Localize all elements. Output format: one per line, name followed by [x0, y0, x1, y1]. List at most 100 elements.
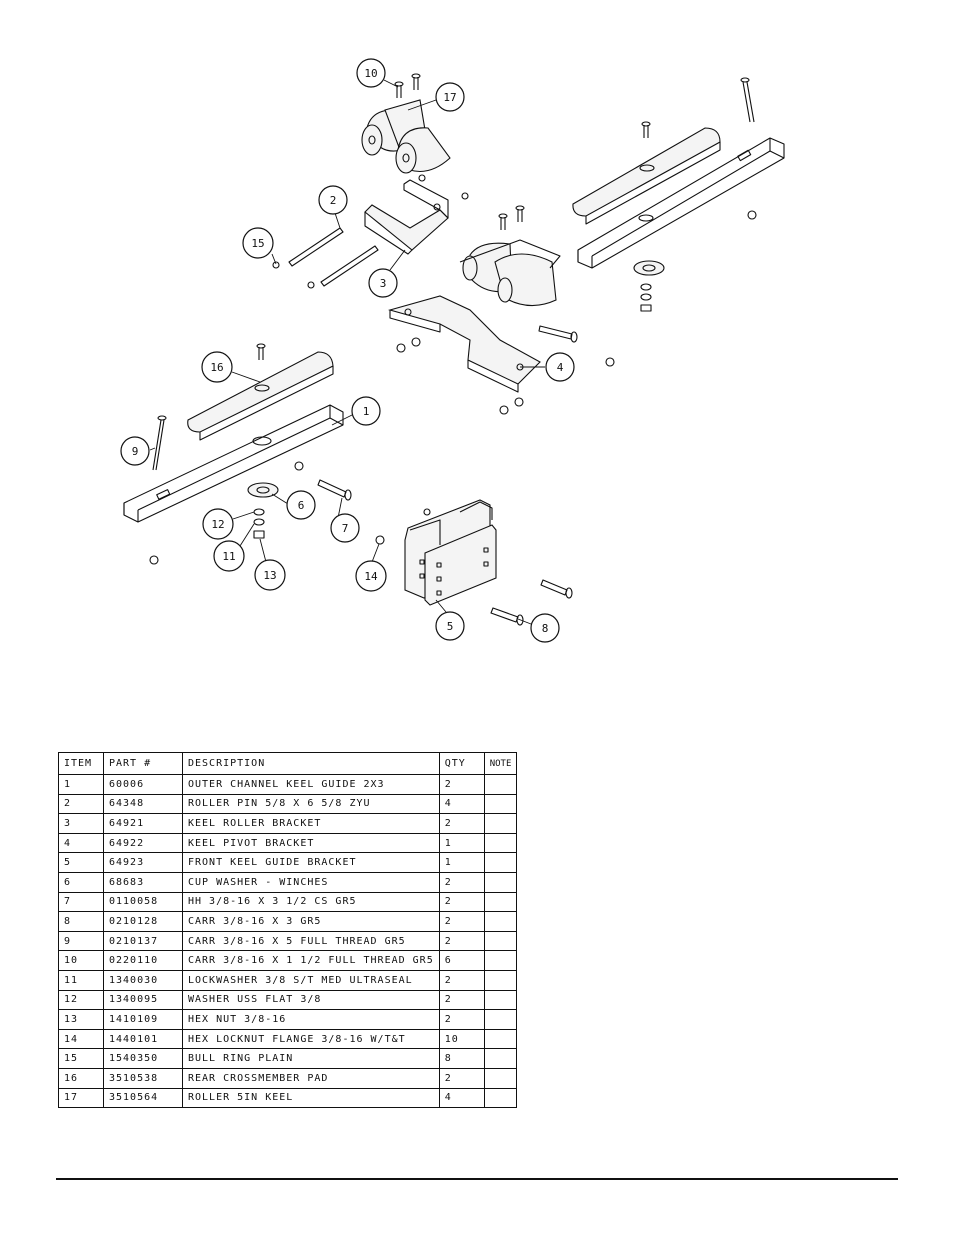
svg-text:3: 3: [380, 277, 387, 290]
cell-note: [483, 930, 518, 952]
callout-9: 9: [120, 436, 150, 466]
cell-qty: 2: [438, 891, 485, 913]
cell-part: 64922: [103, 832, 183, 854]
roller-pair-center: [459, 239, 561, 307]
cell-qty: 1: [438, 832, 485, 854]
cell-note: [483, 1009, 518, 1030]
cell-qty: 2: [438, 1009, 485, 1030]
cell-qty: 2: [438, 930, 485, 952]
callout-14: 14: [355, 560, 387, 592]
callout-5: 5: [435, 611, 465, 641]
cell-description: HEX LOCKNUT FLANGE 3/8-16 W/T&T: [182, 1028, 440, 1050]
cell-description: BULL RING PLAIN: [182, 1048, 440, 1069]
rear-crossmember-pad-right: [572, 121, 721, 225]
cell-note: [483, 871, 518, 893]
cell-qty: 8: [438, 1048, 485, 1069]
cell-item: 17: [58, 1087, 104, 1109]
cell-note: [483, 1028, 518, 1050]
callout-13: 13: [254, 559, 286, 591]
cell-part: 1540350: [103, 1048, 183, 1069]
cup-washer-left: [247, 482, 279, 498]
small-nuts-center: [396, 337, 615, 415]
bolt-item-16-top: [256, 343, 266, 360]
small-nuts-left: [149, 261, 385, 565]
cell-description: ROLLER 5IN KEEL: [182, 1087, 440, 1109]
cell-item: 11: [58, 969, 104, 991]
cell-note: [483, 1087, 518, 1109]
cell-description: REAR CROSSMEMBER PAD: [182, 1067, 440, 1089]
svg-text:17: 17: [443, 91, 456, 104]
cell-description: CARR 3/8-16 X 5 FULL THREAD GR5: [182, 930, 440, 952]
cell-item: 9: [58, 930, 104, 952]
cell-item: 5: [58, 852, 104, 873]
cell-qty: 6: [438, 950, 485, 971]
cell-qty: 2: [438, 813, 485, 834]
cell-description: HH 3/8-16 X 3 1/2 CS GR5: [182, 891, 440, 913]
bolt-item-7: [317, 479, 352, 501]
cell-item: 1: [58, 774, 104, 795]
cell-note: [483, 950, 518, 971]
svg-text:4: 4: [557, 361, 564, 374]
cell-qty: 2: [438, 911, 485, 932]
callout-12: 12: [202, 508, 234, 540]
cell-description: CARR 3/8-16 X 3 GR5: [182, 911, 440, 932]
cell-part: 0110058: [103, 891, 183, 913]
keel-pivot-bracket: [387, 295, 541, 393]
cell-note: [483, 832, 518, 854]
callout-2: 2: [318, 185, 348, 215]
svg-text:5: 5: [447, 620, 454, 633]
cell-qty: 2: [438, 989, 485, 1011]
cell-part: 0210137: [103, 930, 183, 952]
bolt-item-9: [152, 415, 167, 471]
cell-description: HEX NUT 3/8-16: [182, 1009, 440, 1030]
bolts-item-10: [394, 73, 421, 98]
cell-note: [483, 774, 518, 795]
callout-10: 10: [356, 58, 386, 88]
cell-description: CARR 3/8-16 X 1 1/2 FULL THREAD GR5: [182, 950, 440, 971]
footer-rule: [56, 1178, 898, 1180]
cell-qty: 2: [438, 1067, 485, 1089]
cell-note: [483, 1067, 518, 1089]
callout-6: 6: [286, 490, 316, 520]
cell-item: 10: [58, 950, 104, 971]
table-header-row: ITEM PART # DESCRIPTION QTY NOTE: [58, 752, 518, 775]
cell-part: 64921: [103, 813, 183, 834]
cell-item: 6: [58, 871, 104, 893]
cell-item: 8: [58, 911, 104, 932]
cell-part: 3510564: [103, 1087, 183, 1109]
svg-text:1: 1: [363, 405, 370, 418]
washer-stack-left: [253, 508, 265, 539]
cup-washer-right: [633, 210, 757, 312]
svg-text:8: 8: [542, 622, 549, 635]
cell-part: 0220110: [103, 950, 183, 971]
header-part-number: PART #: [103, 752, 183, 775]
header-item: ITEM: [58, 752, 104, 775]
header-description: DESCRIPTION: [182, 752, 440, 775]
cell-qty: 2: [438, 774, 485, 795]
svg-text:2: 2: [330, 194, 337, 207]
callout-11: 11: [213, 540, 245, 572]
header-note: NOTE: [483, 752, 518, 775]
long-bolt-right: [740, 77, 755, 123]
cell-note: [483, 891, 518, 913]
bolts-center: [498, 205, 578, 343]
cell-description: OUTER CHANNEL KEEL GUIDE 2X3: [182, 774, 440, 795]
cell-qty: 10: [438, 1028, 485, 1050]
cell-part: 68683: [103, 871, 183, 893]
cell-qty: 2: [438, 969, 485, 991]
svg-text:13: 13: [263, 569, 276, 582]
cell-part: 1340030: [103, 969, 183, 991]
